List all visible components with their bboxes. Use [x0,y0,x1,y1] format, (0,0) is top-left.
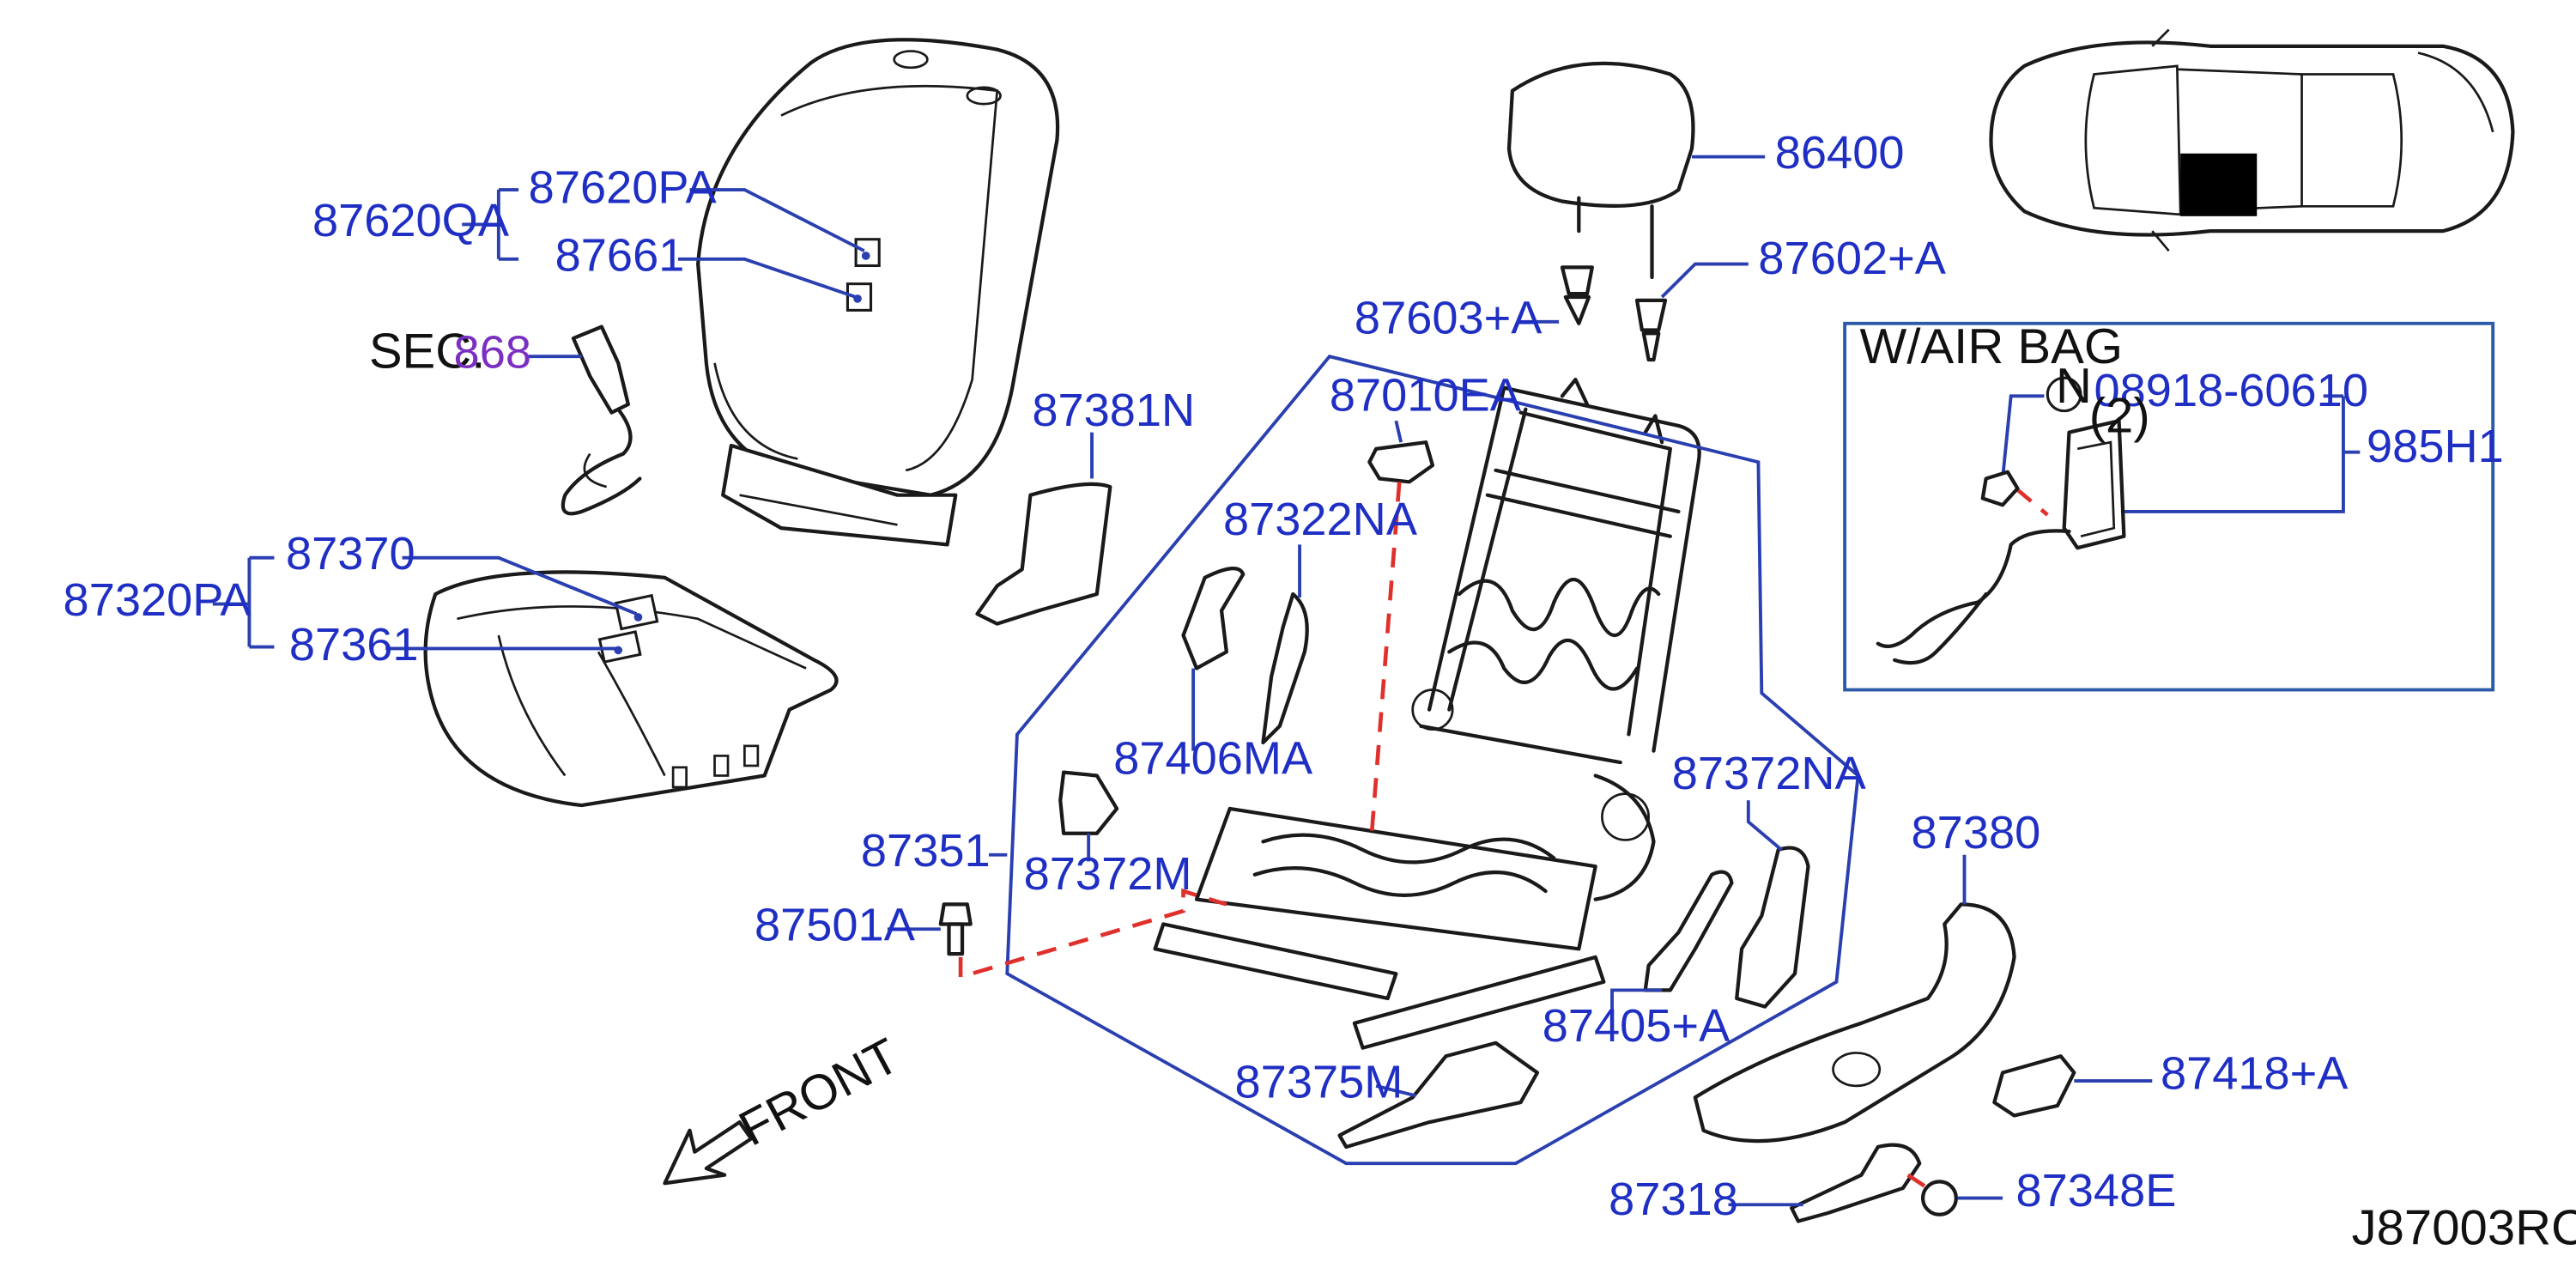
label-87602A: 87602+A [1758,233,1945,284]
label-87661: 87661 [555,229,685,281]
section-prefix: SEC. [369,325,486,379]
label-87318: 87318 [1609,1174,1738,1225]
bracket-87372M [1058,770,1119,835]
nut-symbol-circle [2046,376,2082,413]
bracket-87406MA [1181,567,1246,670]
label-87320PA: 87320PA [64,574,252,626]
label-87381N: 87381N [1032,385,1195,436]
bracket-87372NA [1735,846,1810,1009]
vehicle-top-view [1989,28,2515,252]
label-87010EA: 87010EA [1330,370,1521,422]
lever-87318 [1790,1143,1922,1223]
label-87375M: 87375M [1235,1056,1403,1107]
label-87370: 87370 [286,528,415,579]
label-87348E: 87348E [2016,1165,2177,1216]
seat-frame [1153,378,1701,1050]
seat-belt-buckle [561,325,642,516]
label-87372NA: 87372NA [1672,748,1866,799]
label-87501A: 87501A [755,900,915,951]
bolt-87501A [938,902,973,956]
side-finisher-87380 [1693,902,2016,1144]
red-dashed-clip [1368,482,1402,842]
headrest-guides [1560,265,1668,362]
label-87351: 87351 [861,825,991,877]
rail-cover-87375M [1337,1040,1540,1150]
airbag-module [1876,419,2126,665]
nut-symbol-letter: N [2056,359,2092,414]
side-cover-87381N [975,482,1112,626]
cap-87348E [1920,1180,1958,1216]
airbag-box-title: W/AIR BAG [1860,319,2124,374]
bracket-87322NA [1261,592,1309,745]
nut-quantity: (2) [2089,389,2150,444]
red-dashed-cap [1906,1173,1930,1190]
section-number-868[interactable]: 868 [454,327,531,379]
leader-lines [212,155,2361,1207]
front-arrow-icon [663,1120,754,1186]
frame-assembly-outline [1005,355,1860,1166]
bracket-87405A [1643,870,1734,992]
label-87418A: 87418+A [2161,1048,2348,1100]
knob-87418A [1992,1054,2076,1118]
seat-back-cover [696,38,1060,547]
seat-cushion-cover [423,570,839,808]
front-label: FRONT [730,1028,908,1157]
label-985H1: 985H1 [2367,421,2504,472]
label-87406MA: 87406MA [1113,733,1312,785]
red-dashed-nut [2015,487,2049,517]
label-87380: 87380 [1912,807,2041,858]
label-87620QA: 87620QA [312,195,509,246]
label-87361: 87361 [289,619,419,670]
drawing-code: J87003RC [2352,1201,2576,1256]
label-08918-60610: 08918-60610 [2094,365,2368,416]
label-87322NA: 87322NA [1223,494,1417,545]
label-87603A: 87603+A [1355,292,1542,343]
red-dashed-bolt [958,888,1227,980]
label-86400: 86400 [1775,127,1905,179]
headrest [1506,61,1695,280]
label-87372M: 87372M [1024,848,1192,900]
clip-87010EA [1367,440,1435,484]
airbag-box [1843,321,2495,692]
label-87620PA: 87620PA [529,162,717,214]
label-87405A: 87405+A [1543,1000,1730,1052]
